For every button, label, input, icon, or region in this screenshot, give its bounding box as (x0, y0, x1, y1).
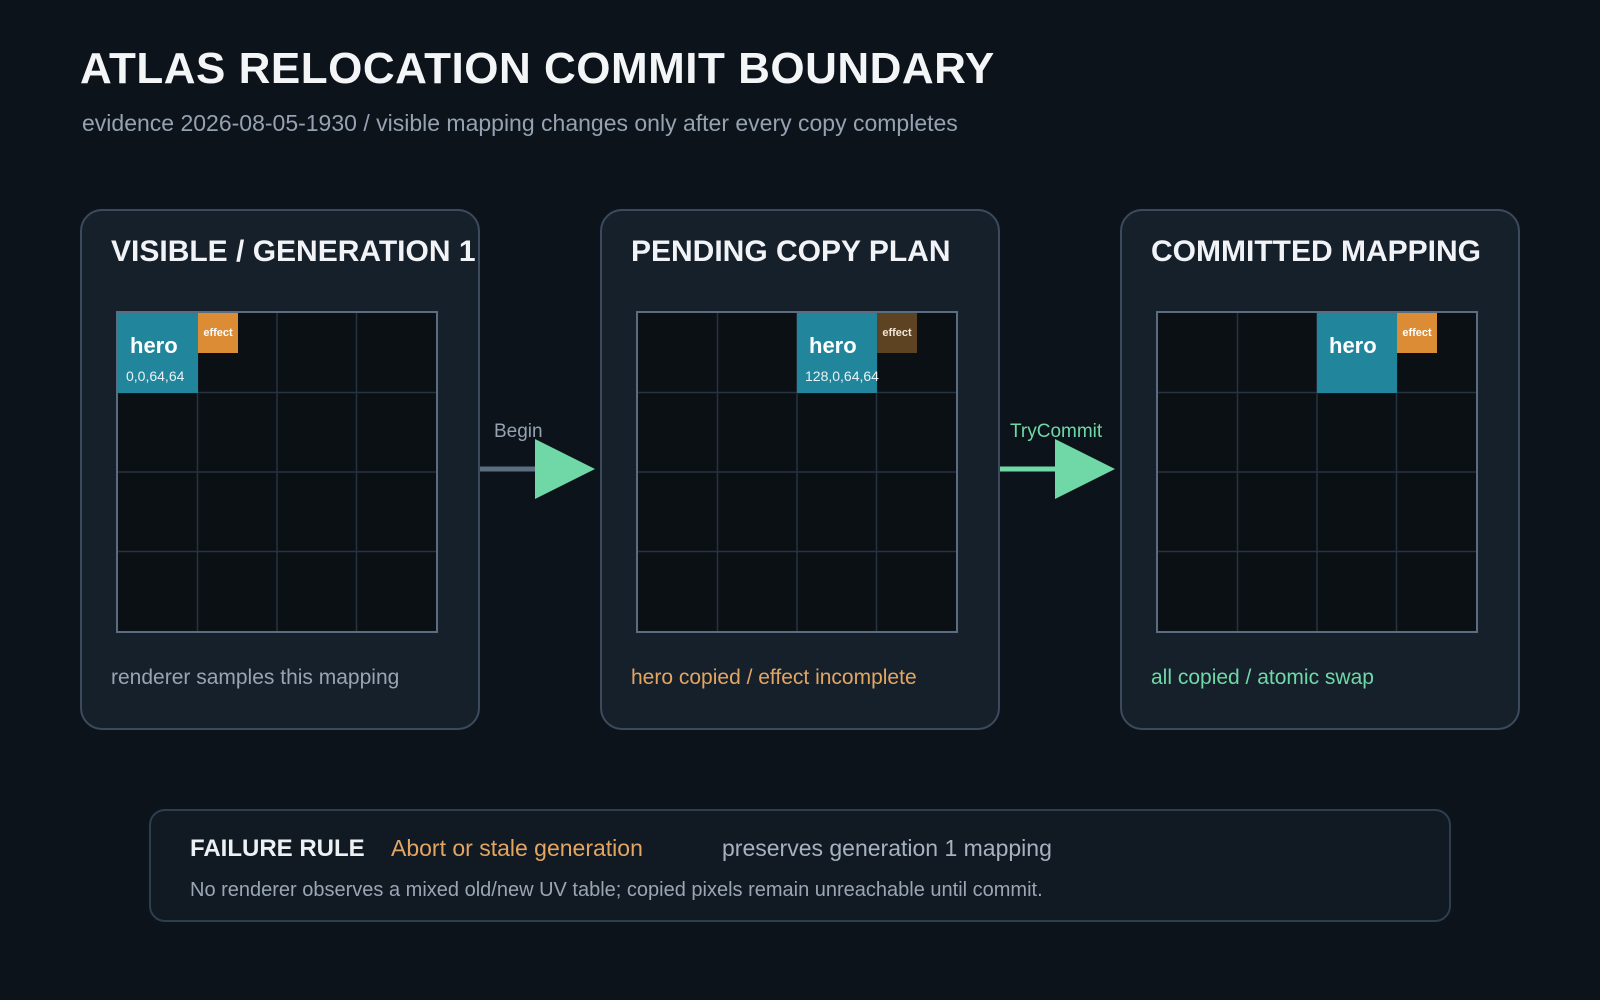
panel-committed-mapping: COMMITTED MAPPING hero effect all copied… (1120, 209, 1520, 730)
panel-visible-generation: VISIBLE / GENERATION 1 hero 0,0,64,64 ef… (80, 209, 480, 730)
panel-caption: all copied / atomic swap (1151, 666, 1374, 689)
failure-rule-box: FAILURE RULE Abort or stale generation p… (149, 809, 1451, 922)
panel-caption: renderer samples this mapping (111, 666, 400, 689)
hero-tile: hero 128,0,64,64 (797, 313, 879, 393)
effect-tile: effect (198, 313, 238, 353)
atlas-grid-lines (1158, 313, 1476, 631)
page-title: ATLAS RELOCATION COMMIT BOUNDARY (80, 44, 995, 93)
atlas-grid: hero effect (1156, 311, 1478, 633)
hero-uv-coords: 128,0,64,64 (805, 368, 879, 384)
arrow-begin-icon (480, 439, 595, 499)
hero-tile: hero (1317, 313, 1397, 393)
effect-tile: effect (1397, 313, 1437, 353)
failure-rule-condition: Abort or stale generation (391, 835, 643, 861)
hero-tile: hero 0,0,64,64 (118, 313, 198, 393)
transition-label-trycommit: TryCommit (1010, 421, 1103, 442)
hero-label: hero (1329, 333, 1377, 358)
hero-label: hero (130, 333, 178, 358)
page-subtitle: evidence 2026-08-05-1930 / visible mappi… (82, 110, 958, 136)
panel-title: VISIBLE / GENERATION 1 (111, 235, 476, 268)
transition-label-begin: Begin (494, 421, 543, 442)
hero-label: hero (809, 333, 857, 358)
atlas-grid: hero 128,0,64,64 effect (636, 311, 958, 633)
atlas-grid: hero 0,0,64,64 effect (116, 311, 438, 633)
hero-uv-coords: 0,0,64,64 (126, 368, 185, 384)
panel-title: COMMITTED MAPPING (1151, 235, 1481, 268)
effect-tile-incomplete: effect (877, 313, 917, 353)
panel-caption: hero copied / effect incomplete (631, 666, 917, 689)
failure-rule-detail: No renderer observes a mixed old/new UV … (190, 879, 1043, 901)
failure-rule-result: preserves generation 1 mapping (722, 835, 1052, 861)
panel-pending-copy-plan: PENDING COPY PLAN hero 128,0,64,64 effec… (600, 209, 1000, 730)
failure-rule-heading: FAILURE RULE (190, 835, 365, 862)
arrow-trycommit-icon (1000, 439, 1115, 499)
panel-title: PENDING COPY PLAN (631, 235, 951, 268)
